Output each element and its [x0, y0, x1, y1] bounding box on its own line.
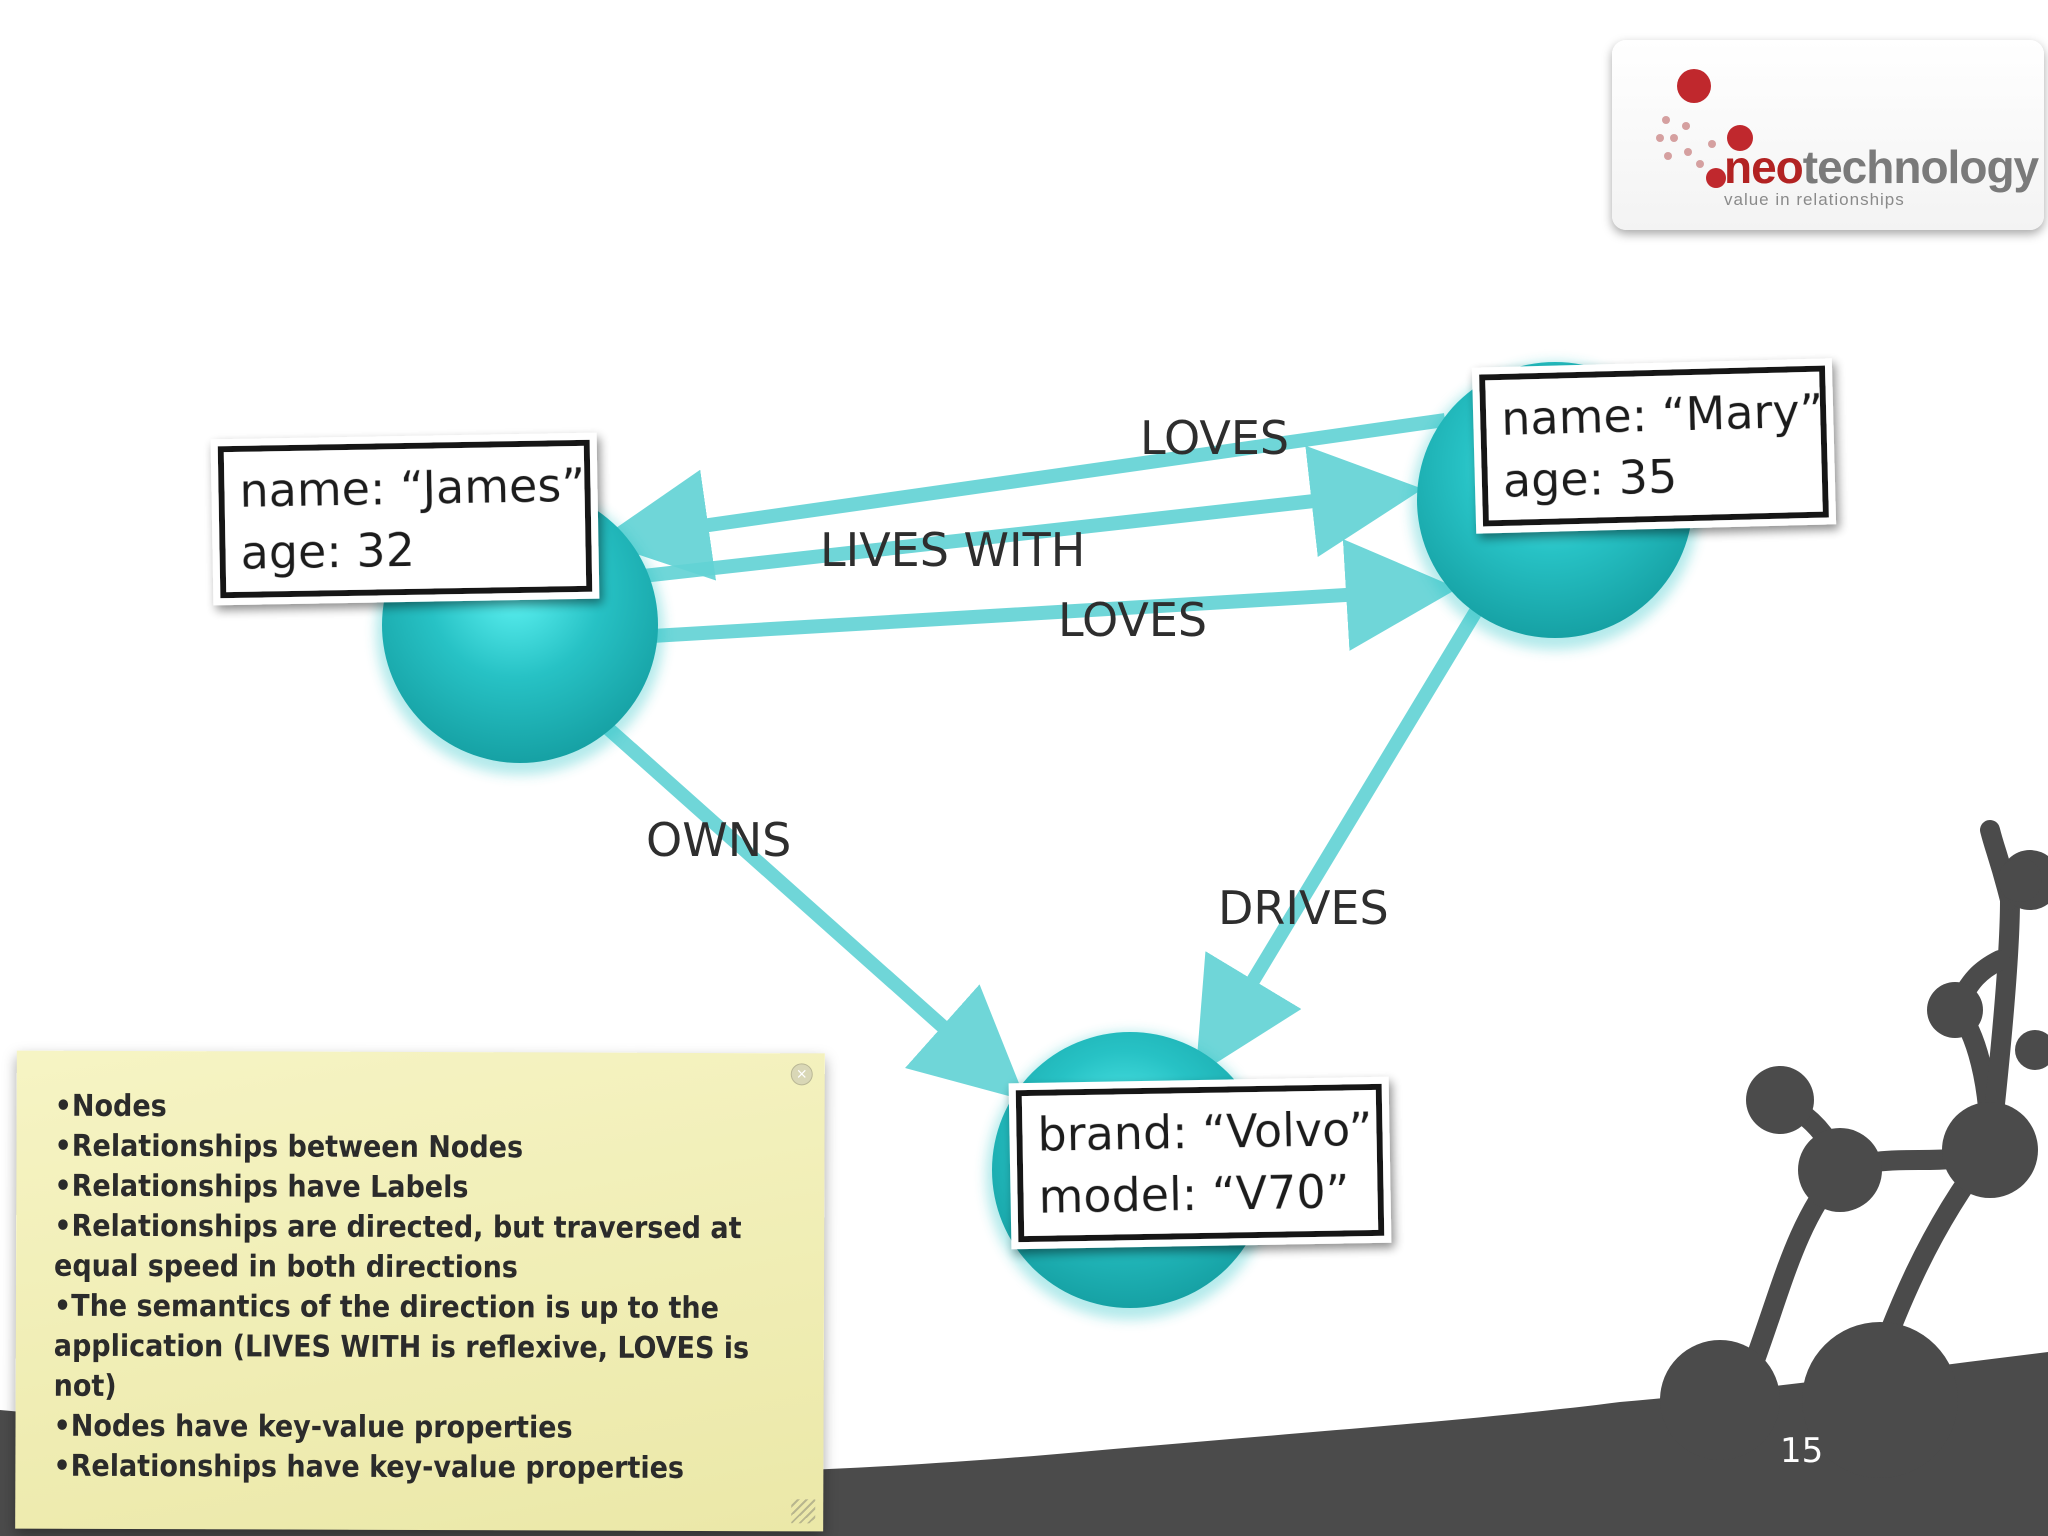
edge-arrow: [584, 539, 1458, 651]
node-volvo: brand: “Volvo”model: “V70”: [986, 1032, 1392, 1320]
edges-layer: LOVES LIVES WITH LOVES OWNS DRIVES: [515, 411, 1496, 1101]
note-item: Relationships have key-value properties: [53, 1447, 793, 1490]
sticky-note: × Nodes Relationships between Nodes Rela…: [15, 1050, 825, 1532]
neotechnology-logo: neotechnology value in relationships: [1612, 40, 2044, 230]
property-line: model: “V70”: [1038, 1164, 1350, 1223]
property-card: name: “Mary”age: 35: [1471, 358, 1837, 534]
edge-drives: DRIVES: [1195, 584, 1496, 1076]
card-border: [1015, 1083, 1385, 1243]
card-frame: [1471, 358, 1837, 534]
note-item: Nodes have key-value properties: [53, 1407, 793, 1450]
property-line: age: 32: [240, 523, 415, 580]
node-james: name: “James”age: 32: [210, 432, 664, 775]
edge-label: DRIVES: [1218, 881, 1389, 935]
note-item: Relationships are directed, but traverse…: [54, 1207, 794, 1290]
resize-handle-icon[interactable]: [791, 1499, 816, 1524]
logo-wordmark: neotechnology: [1724, 141, 2039, 193]
property-card: name: “James”age: 32: [210, 432, 600, 606]
edge-arrow: [597, 413, 1446, 581]
nodes-layer: name: “James”age: 32 name: “Mary”age: 35 b…: [210, 358, 1837, 1320]
edge-label: LOVES: [1058, 593, 1207, 647]
note-item: The semantics of the direction is up to …: [54, 1287, 794, 1410]
property-line: name: “James”: [239, 458, 586, 518]
edge-loves: LOVES: [584, 539, 1458, 651]
logo-tagline: value in relationships: [1724, 190, 1905, 209]
close-icon[interactable]: ×: [790, 1063, 813, 1086]
edge-arrow: [624, 445, 1423, 585]
edge-label: LOVES: [1140, 411, 1289, 465]
page-number: 15: [1780, 1431, 1823, 1471]
property-line: name: “Mary”: [1501, 384, 1825, 446]
note-item: Nodes: [55, 1087, 795, 1130]
node-mary: name: “Mary”age: 35: [1411, 358, 1837, 650]
edge-label: LIVES WITH: [820, 523, 1085, 577]
card-frame: [1008, 1076, 1392, 1250]
logo-molecule-icon: [1656, 69, 1753, 188]
card-frame: [210, 432, 600, 606]
edge-lives-with: LIVES WITH: [624, 445, 1423, 585]
property-card: brand: “Volvo”model: “V70”: [1008, 1076, 1392, 1250]
edge-arrow: [1195, 584, 1496, 1076]
edge-loves: LOVES: [597, 411, 1446, 581]
card-border: [1479, 365, 1829, 527]
note-item: Relationships between Nodes: [54, 1127, 794, 1170]
card-border: [217, 439, 593, 599]
property-line: brand: “Volvo”: [1037, 1102, 1373, 1162]
property-line: age: 35: [1502, 449, 1678, 508]
edge-label: OWNS: [646, 813, 791, 867]
note-item: Relationships have Labels: [54, 1167, 794, 1210]
note-bullet-list: Nodes Relationships between Nodes Relati…: [15, 1051, 825, 1490]
